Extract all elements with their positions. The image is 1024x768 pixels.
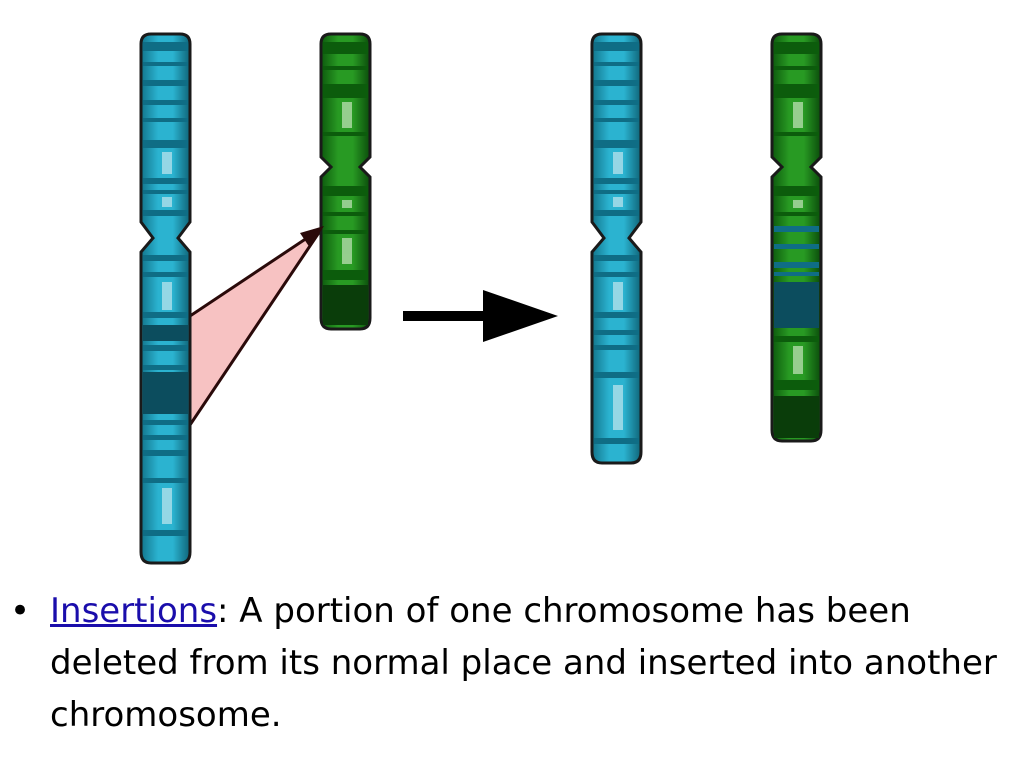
transition-arrow [403,290,558,342]
chromosome-teal-after [590,32,643,465]
insertion-diagram [139,32,823,565]
chromosome-green-after [770,32,823,443]
insertion-wedge [188,226,324,430]
chromosome-teal-original [139,32,192,565]
caption-text: Insertions: A portion of one chromosome … [50,585,1010,741]
insertions-link[interactable]: Insertions [50,591,218,631]
chromosome-green-original [319,32,372,331]
bullet-marker: • [10,591,31,631]
insertion-arrowhead [300,226,324,248]
caption-definition: : A portion of one chromosome has been d… [50,591,997,735]
inserted-segment [774,226,819,328]
